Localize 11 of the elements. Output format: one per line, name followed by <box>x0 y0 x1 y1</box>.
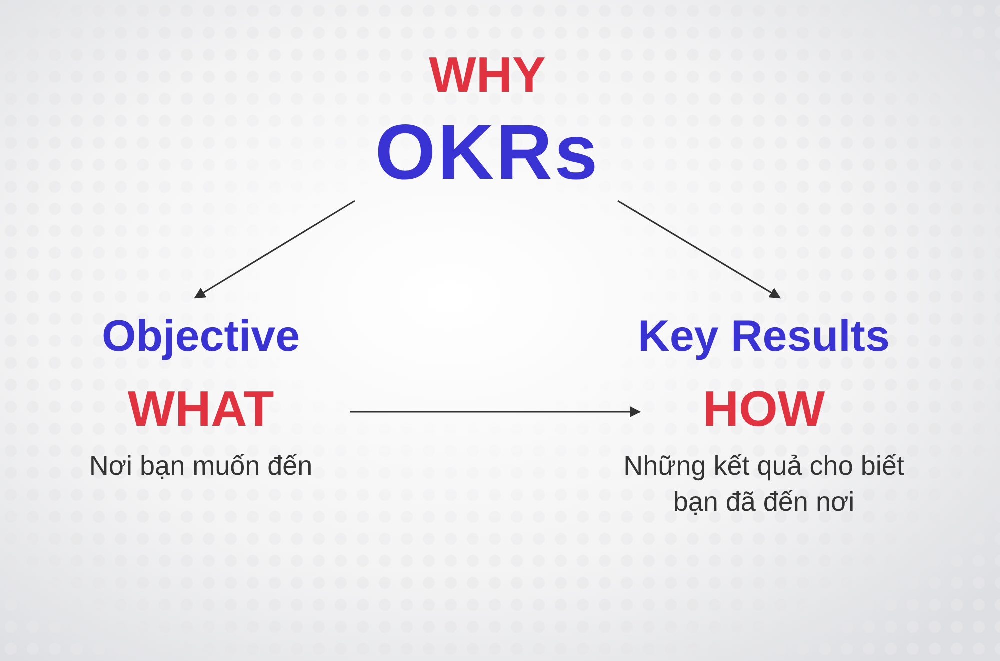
description-text: Nơi bạn muốn đến <box>88 450 314 483</box>
arrow <box>618 200 782 299</box>
how-heading: HOW <box>702 380 826 439</box>
okrs-title: OKRs <box>375 107 600 197</box>
what-heading: WHAT <box>128 380 274 439</box>
key-results-heading: Key Results <box>638 311 890 363</box>
why-heading: WHY <box>429 46 546 105</box>
objective-heading: Objective <box>102 311 300 363</box>
arrow <box>194 200 356 299</box>
arrow <box>350 406 642 418</box>
description-text: Những kết quả cho biết bạn đã đến nơi <box>622 450 906 520</box>
